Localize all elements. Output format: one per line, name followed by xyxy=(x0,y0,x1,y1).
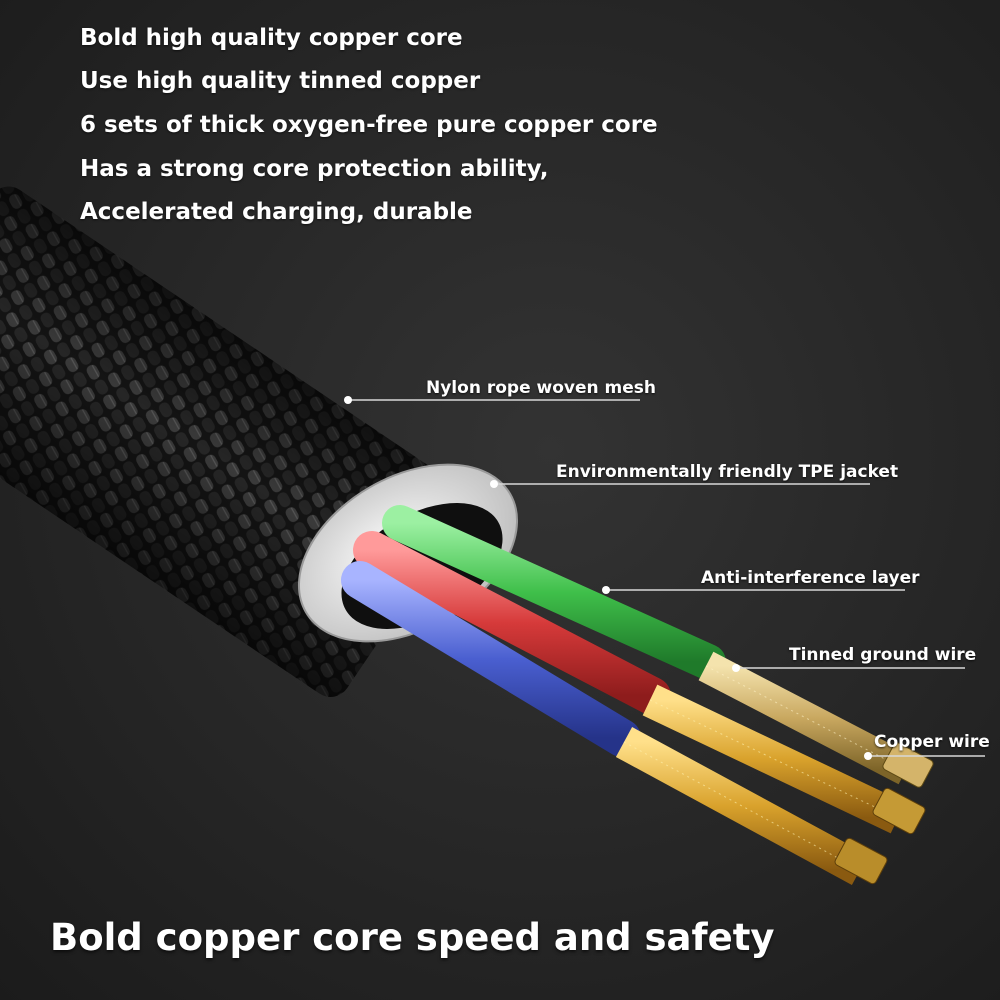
callout-tinned-ground: Tinned ground wire xyxy=(789,645,977,665)
callout-tpe-jacket: Environmentally friendly TPE jacket xyxy=(556,462,899,482)
green-insulated-wire xyxy=(382,505,726,680)
feature-line-2: Use high quality tinned copper xyxy=(80,68,481,94)
feature-line-3: 6 sets of thick oxygen-free pure copper … xyxy=(80,112,658,138)
callout-copper-wire: Copper wire xyxy=(874,732,990,752)
feature-line-5: Accelerated charging, durable xyxy=(80,199,473,225)
copper-wire-strands xyxy=(615,684,934,885)
headline: Bold copper core speed and safety xyxy=(50,916,775,959)
tinned-ground-strands xyxy=(698,651,914,785)
feature-line-4: Has a strong core protection ability, xyxy=(80,156,549,182)
feature-line-1: Bold high quality copper core xyxy=(80,25,463,51)
callout-leaders xyxy=(344,396,985,760)
red-insulated-wire xyxy=(353,531,671,715)
callout-nylon-mesh: Nylon rope woven mesh xyxy=(426,378,656,398)
callout-anti-interference: Anti-interference layer xyxy=(701,568,920,588)
blue-insulated-wire xyxy=(341,561,641,757)
